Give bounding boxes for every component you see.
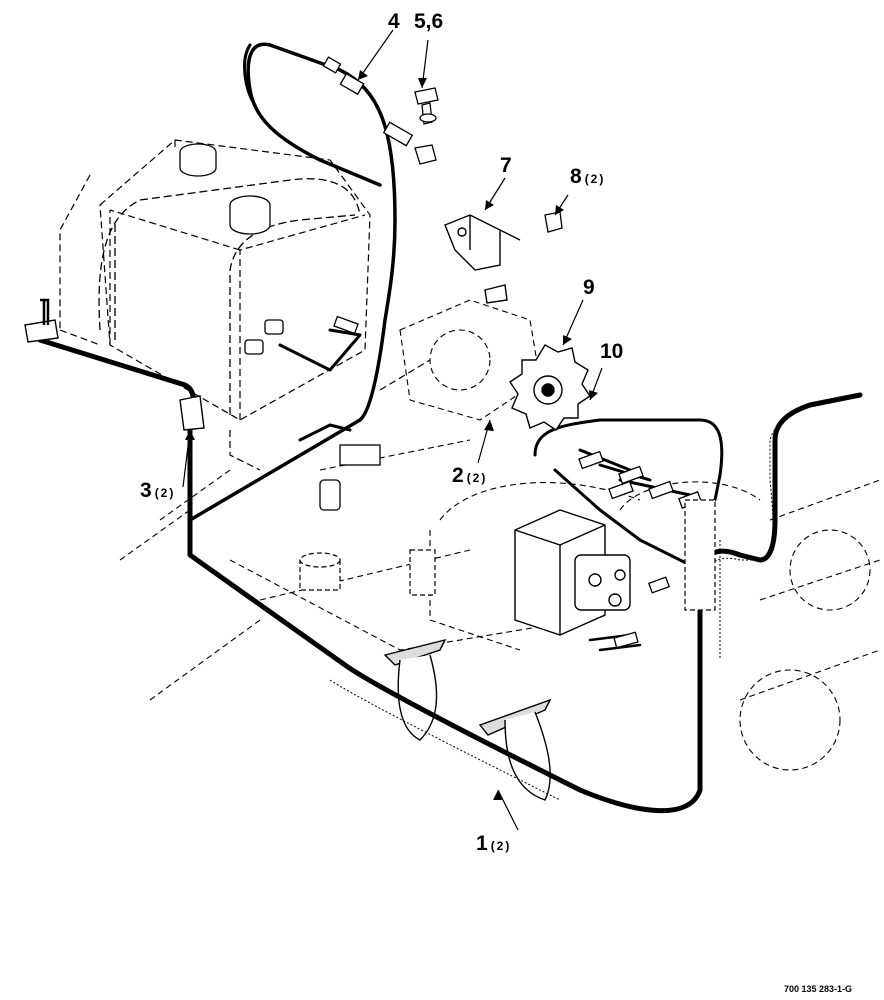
tie-strap-pair [383, 638, 552, 801]
harness-clip-icon [24, 298, 205, 431]
harness-covering [329, 394, 861, 801]
fill-cap-icon [179, 143, 271, 235]
callout-10: 10 [600, 340, 623, 363]
valve-block [514, 509, 631, 636]
callout-4: 4 [388, 10, 400, 33]
mounting-bracket [444, 214, 521, 304]
callout-8: 8(2) [570, 165, 605, 188]
tank-frame [98, 178, 361, 415]
drawing-number: 700 135 283-1-G [784, 984, 852, 994]
wiring-harness [37, 42, 863, 814]
callout-9: 9 [583, 276, 595, 299]
callout-2: 2(2) [452, 464, 487, 487]
callout-1: 1(2) [476, 832, 511, 855]
gearbox-housing-outline [119, 299, 881, 771]
sensor-and-hardware [414, 87, 563, 233]
sensor-mount [299, 499, 716, 611]
connectors [244, 56, 702, 649]
callout-5-6: 5,6 [414, 10, 443, 33]
callout-3: 3(2) [140, 479, 175, 502]
callout-7: 7 [500, 154, 512, 177]
hydraulic-tank-outline [59, 139, 431, 471]
leader-arrowheads [185, 70, 598, 800]
sprocket-icon [509, 344, 591, 431]
